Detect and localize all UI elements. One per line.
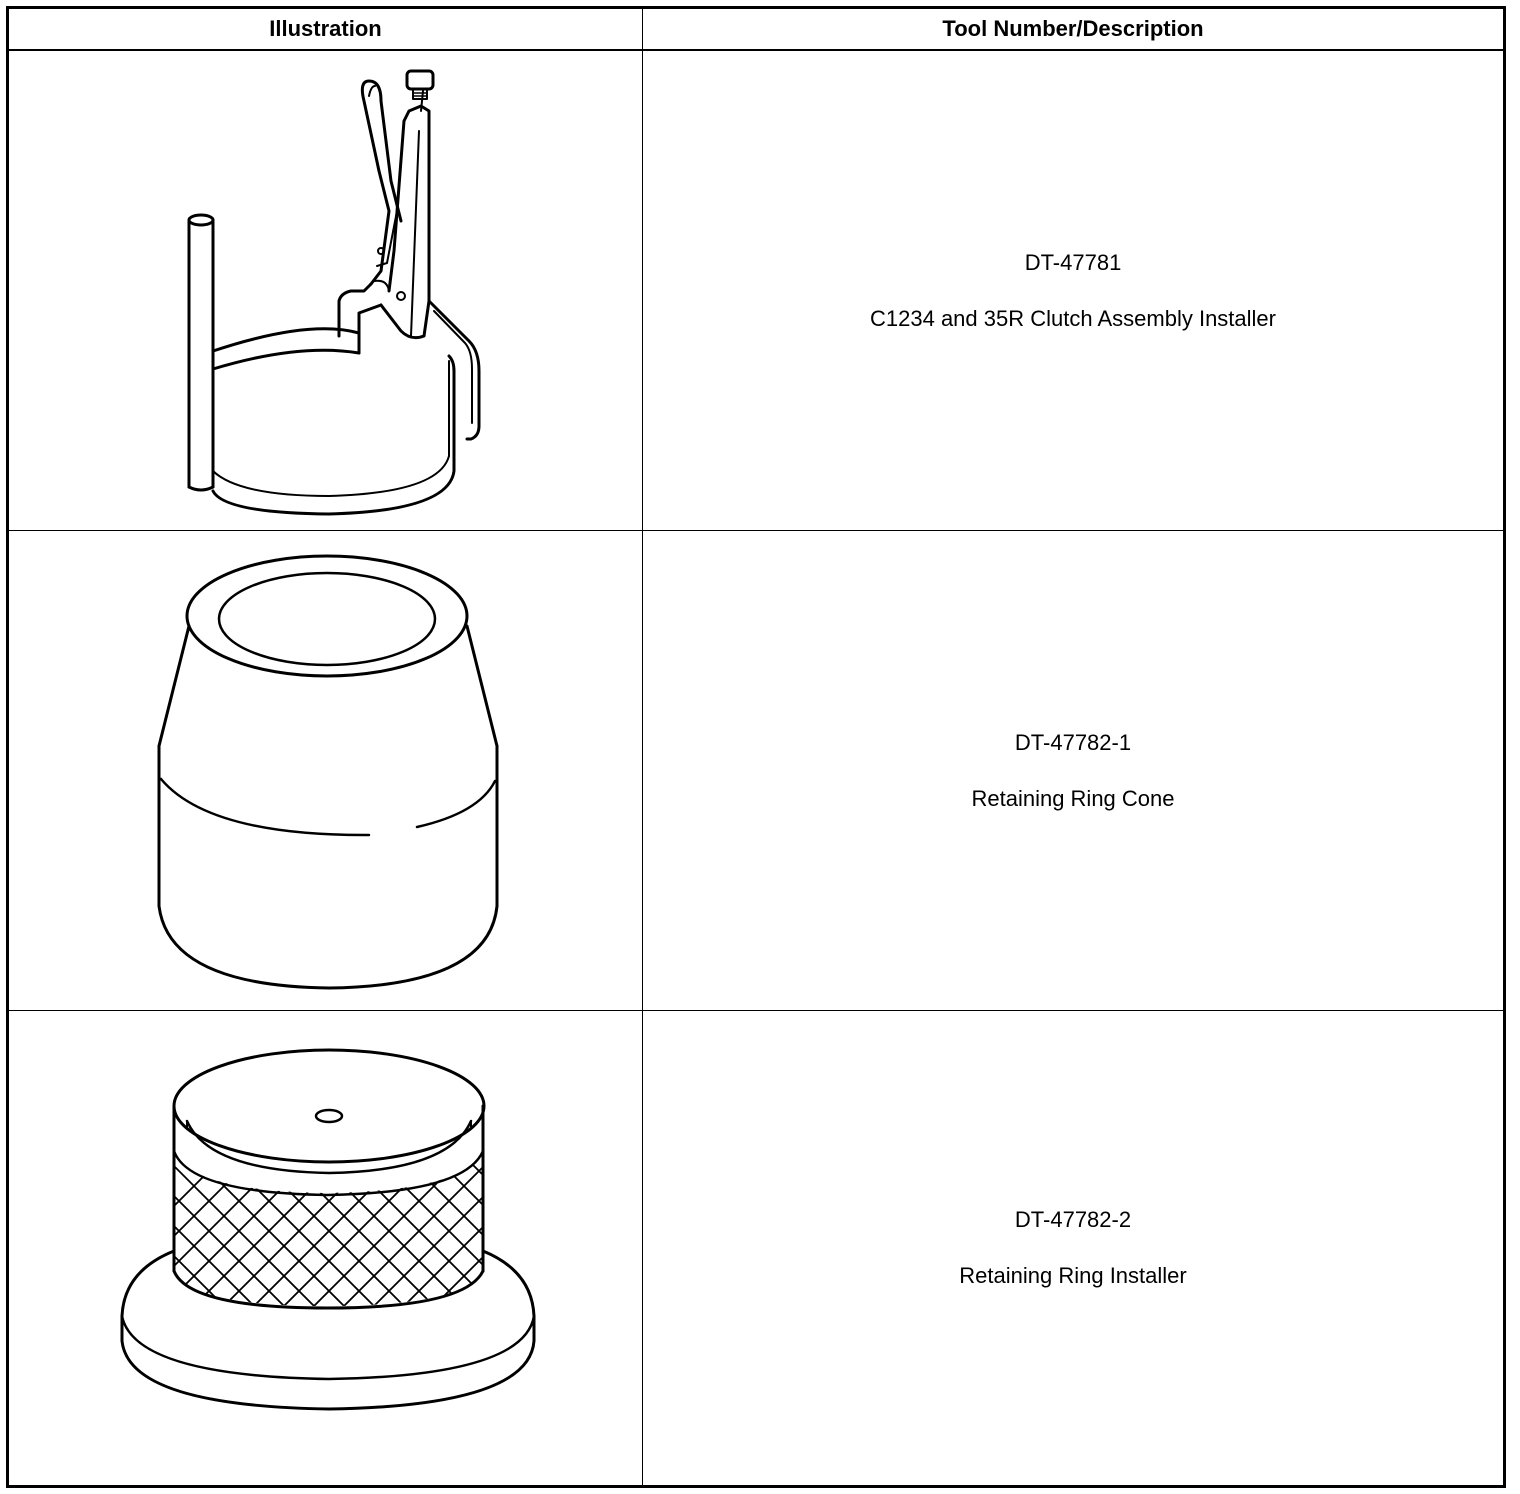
- clutch-installer-pliers-icon: [187, 69, 481, 516]
- description-cell: DT-47781 C1234 and 35R Clutch Assembly I…: [643, 51, 1503, 530]
- tool-number: DT-47782-2: [1014, 1207, 1132, 1232]
- table-header: Illustration Tool Number/Description: [9, 9, 1503, 51]
- table-row: DT-47781 C1234 and 35R Clutch Assembly I…: [9, 51, 1503, 531]
- tool-number: DT-47781: [1024, 249, 1122, 275]
- tool-number: DT-47782-1: [1014, 729, 1132, 755]
- column-divider: [642, 9, 643, 1485]
- table-row: DT-47782-2 Retaining Ring Installer: [9, 1011, 1503, 1485]
- retaining-ring-installer-icon: [120, 1048, 536, 1411]
- tool-description: C1234 and 35R Clutch Assembly Installer: [870, 305, 1276, 331]
- header-tool-description: Tool Number/Description: [942, 16, 1204, 41]
- illustration-cell: [9, 51, 642, 530]
- header-illustration: Illustration: [269, 16, 382, 41]
- description-cell: DT-47782-1 Retaining Ring Cone: [643, 531, 1503, 1010]
- table-row: DT-47782-1 Retaining Ring Cone: [9, 531, 1503, 1011]
- tool-description: Retaining Ring Cone: [971, 785, 1175, 811]
- illustration-cell: [9, 1011, 642, 1485]
- description-cell: DT-47782-2 Retaining Ring Installer: [643, 1011, 1503, 1485]
- tool-table: Illustration Tool Number/Description: [6, 6, 1506, 1488]
- illustration-cell: [9, 531, 642, 1010]
- retaining-ring-cone-icon: [157, 554, 499, 990]
- tool-description: Retaining Ring Installer: [959, 1263, 1187, 1288]
